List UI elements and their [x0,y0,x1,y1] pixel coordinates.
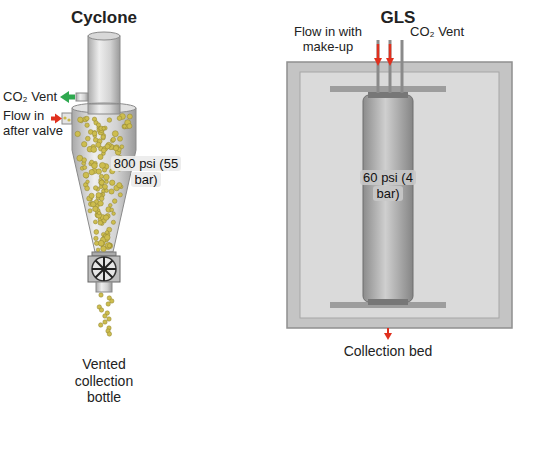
particle [118,136,123,141]
particle [102,127,106,131]
particle [107,332,111,336]
particle [103,320,107,324]
particle [105,243,111,249]
particle [98,154,103,159]
pressure-label: 800 psi (55 bar) [106,156,186,187]
vent-label: CO₂ Vent [410,24,480,39]
particle [107,244,111,248]
particle [83,166,87,170]
particle [98,240,104,246]
separator-housing: 60 psi (4 bar) [287,62,512,328]
particle [88,209,92,213]
pressure-zone: 800 psi (55 bar) [106,154,186,193]
particle [85,186,90,191]
particle [99,308,103,312]
particle [86,180,90,184]
particle [97,211,101,215]
outlet-arrow [384,328,392,340]
particle [112,212,116,216]
particle [101,136,105,140]
pressure-label: 60 psi (4 bar) [350,170,426,201]
inlet-arrow [51,114,62,124]
particle [82,142,87,147]
particle [93,206,98,211]
particle [78,117,83,122]
section-title: Cyclone [39,8,169,28]
particle [102,168,106,172]
particle [101,148,106,153]
particle [96,169,101,174]
particle [82,158,87,163]
particle [111,220,115,224]
particle [93,186,97,190]
particle [99,174,103,178]
particle [96,142,101,147]
particle [89,170,94,175]
particle [105,180,109,184]
particle [109,203,113,207]
particle [110,208,114,212]
particle [109,189,114,194]
pressure-text: 60 psi (4 bar) [360,170,416,201]
particle [107,118,112,123]
particle [112,131,118,137]
particle [117,116,122,121]
particle [92,131,97,136]
particle [105,235,110,240]
particle [91,147,97,153]
particle [99,323,103,327]
particle [98,221,103,226]
inlet-label: Flow in with make-up [283,24,373,55]
gls-housing [287,62,512,328]
particle [110,299,114,303]
particle [106,302,110,306]
particle [93,220,97,224]
particle [117,183,122,188]
particles [75,113,132,336]
particle [94,230,99,235]
particle [103,215,108,220]
particle [83,172,89,178]
particle [94,241,98,245]
particle [123,124,127,128]
vent-label: CO₂ Vent [3,89,61,104]
particle [93,138,98,143]
particle [127,114,132,119]
particle [75,131,80,136]
particle [99,180,104,185]
particle [98,201,103,206]
inlet-label: Flow in after valve [3,108,71,139]
particle [85,116,89,120]
particle [103,174,109,180]
particle [107,317,111,321]
particle [112,199,117,204]
particle [105,231,109,235]
inflow-arrows [378,44,390,62]
particle [103,184,108,189]
collection-label: Collection bed [323,343,453,360]
particle [92,163,98,169]
particle [94,236,98,240]
particle [85,123,89,127]
particle [105,144,110,149]
vent-arrow [60,91,75,103]
particle [127,124,132,129]
particle [105,235,111,241]
particle [85,136,90,141]
particle [99,293,103,297]
particle [111,137,115,141]
pressure-text: 800 psi (55 bar) [111,156,181,187]
gls-pipes [378,40,402,93]
particle [110,180,115,185]
particle [96,193,101,198]
particle [113,146,118,151]
particle [118,193,122,197]
particle [101,135,105,139]
particle [103,314,107,318]
particle [89,193,94,198]
collection-label: Vented collection bottle [58,356,150,406]
particle [96,248,100,252]
